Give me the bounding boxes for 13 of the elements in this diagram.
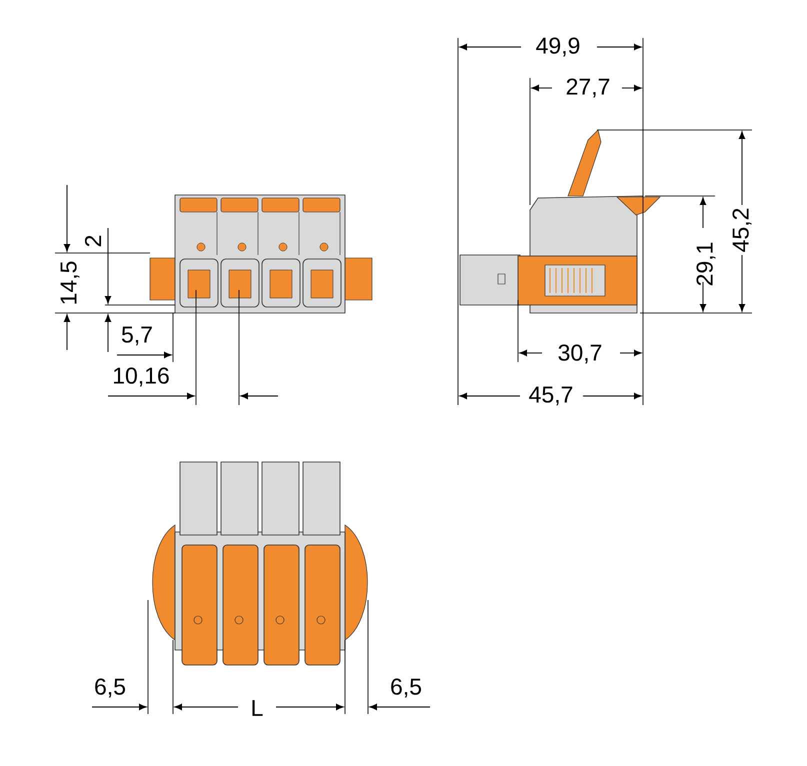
dimension-label: 6,5 — [95, 678, 126, 698]
dimension-label: 49,9 — [536, 38, 580, 56]
dimension-label: 30,7 — [558, 344, 602, 364]
dimension-label: 2 — [84, 236, 102, 246]
dimension-label: 10,16 — [114, 368, 169, 386]
dimension-label: L — [252, 700, 263, 716]
dimension-label: 45,2 — [732, 208, 752, 252]
dimension-label: 27,7 — [566, 78, 610, 98]
dimension-label: 5,7 — [122, 326, 152, 346]
dimension-label: 29,1 — [696, 242, 716, 286]
dimension-label: 14,5 — [60, 262, 80, 304]
dimension-label: 6,5 — [391, 678, 422, 698]
dimension-label: 45,7 — [529, 386, 572, 406]
